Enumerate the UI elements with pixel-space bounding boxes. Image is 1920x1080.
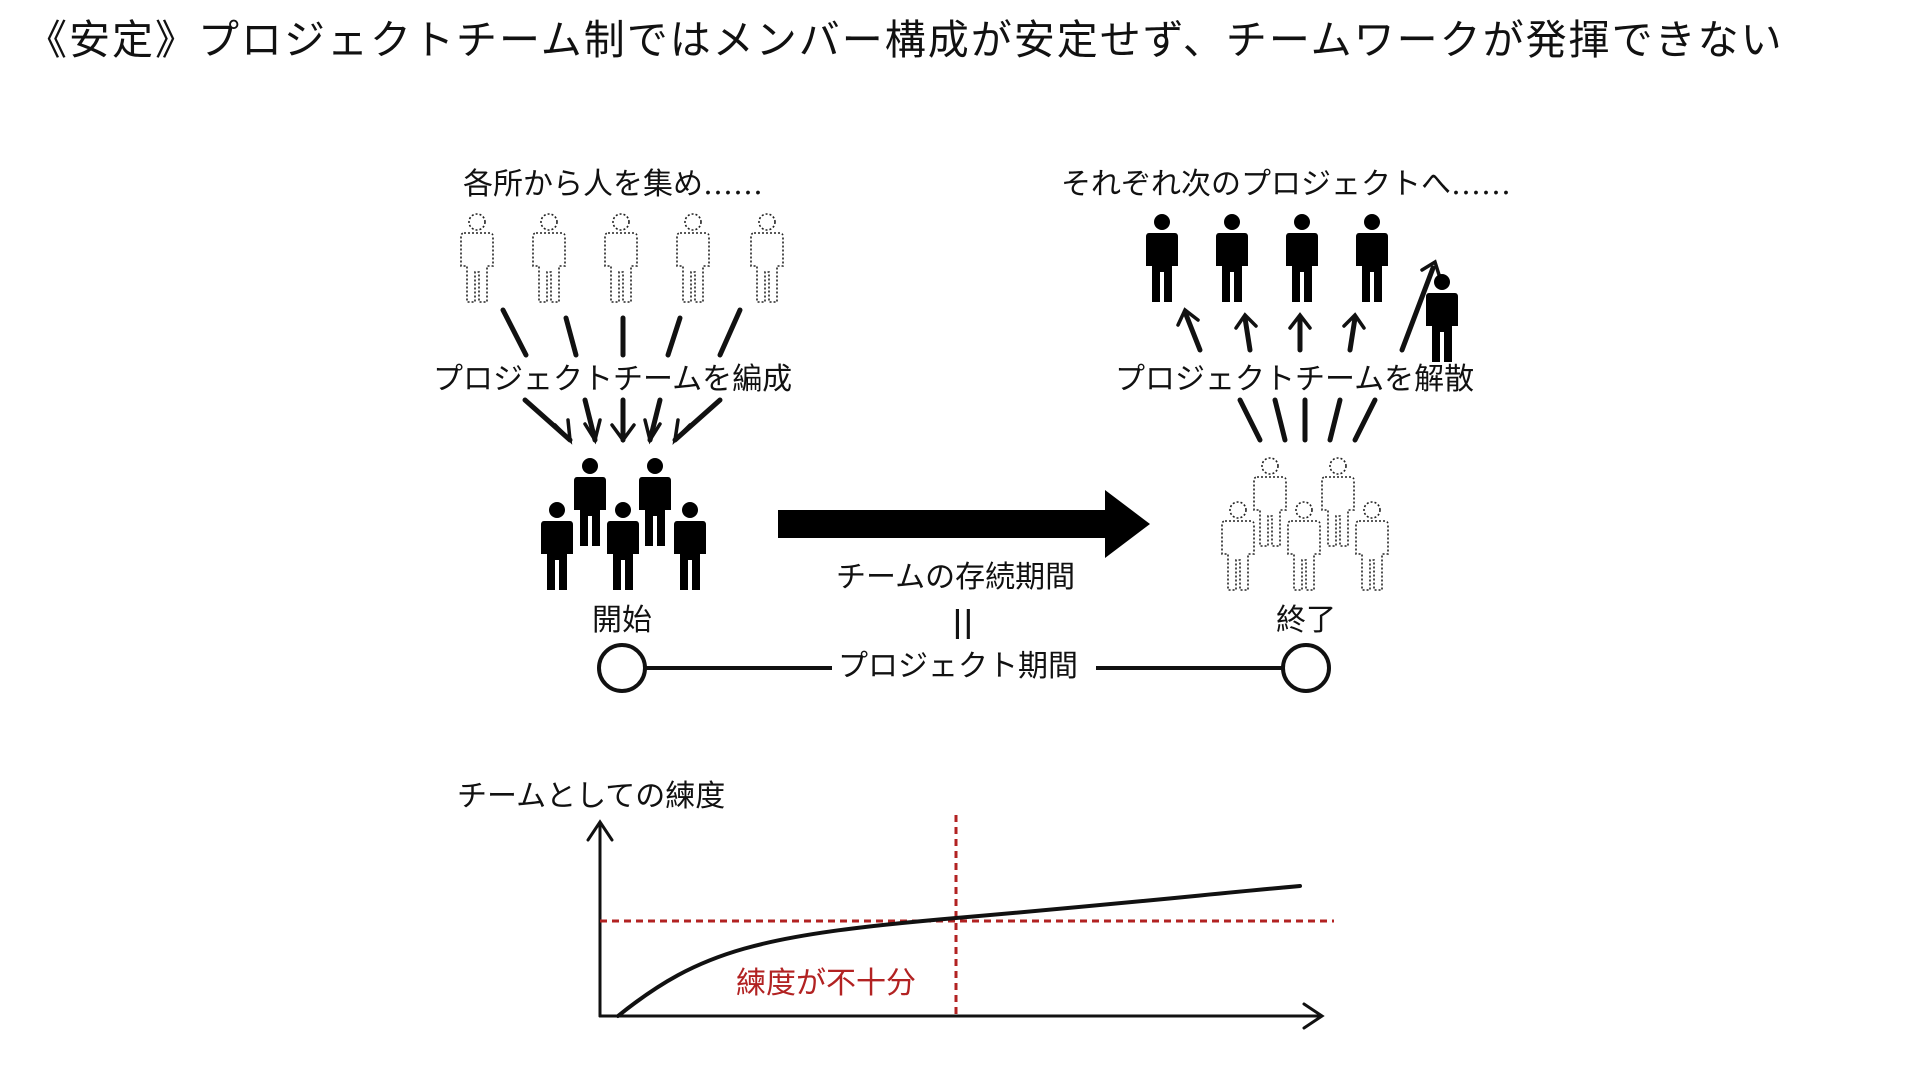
disbanded-team-group bbox=[1221, 457, 1389, 591]
person-icon bbox=[574, 458, 606, 546]
person-icon bbox=[1286, 214, 1318, 302]
gather-caption: 各所から人を集め…… bbox=[463, 167, 763, 202]
person-icon bbox=[541, 502, 573, 590]
gather-arrowheads bbox=[553, 418, 692, 445]
person-icon bbox=[1355, 501, 1389, 591]
person-icon bbox=[750, 213, 784, 303]
person-icon bbox=[1356, 214, 1388, 302]
person-icon bbox=[676, 213, 710, 303]
person-icon bbox=[1321, 457, 1355, 547]
person-icon bbox=[532, 213, 566, 303]
team-lifetime-arrow bbox=[778, 490, 1150, 558]
insufficient-annotation: 練度が不十分 bbox=[736, 966, 916, 1001]
equals-sign: || bbox=[952, 605, 974, 640]
person-icon bbox=[1221, 501, 1255, 591]
formed-team-group bbox=[541, 458, 706, 590]
proficiency-graph bbox=[586, 815, 1334, 1030]
graph-axes bbox=[586, 819, 1325, 1030]
person-icon bbox=[460, 213, 494, 303]
team-lifetime-label: チームの存続期間 bbox=[836, 560, 1076, 595]
next-project-caption: それぞれ次のプロジェクトへ…… bbox=[1061, 167, 1511, 202]
person-icon bbox=[1216, 214, 1248, 302]
start-marker bbox=[597, 643, 647, 693]
disperse-lines bbox=[1182, 265, 1436, 443]
person-icon bbox=[1146, 214, 1178, 302]
project-period-label: プロジェクト期間 bbox=[838, 649, 1078, 684]
start-label: 開始 bbox=[592, 603, 652, 638]
end-marker bbox=[1281, 643, 1331, 693]
person-icon bbox=[1287, 501, 1321, 591]
disband-team-label: プロジェクトチームを解散 bbox=[1115, 362, 1475, 397]
project-timeline bbox=[597, 643, 1331, 693]
person-icon bbox=[1253, 457, 1287, 547]
person-icon bbox=[639, 458, 671, 546]
disperse-arrowheads bbox=[1176, 259, 1442, 330]
form-team-label: プロジェクトチームを編成 bbox=[433, 362, 793, 397]
person-icon bbox=[604, 213, 638, 303]
end-label: 終了 bbox=[1276, 603, 1336, 638]
candidate-people-group bbox=[460, 213, 784, 303]
slide-title: 《安定》プロジェクトチーム制ではメンバー構成が安定せず、チームワークが発揮できな… bbox=[26, 16, 1784, 64]
proficiency-curve bbox=[616, 884, 1302, 1018]
graph-ylabel: チームとしての練度 bbox=[457, 779, 726, 814]
person-icon bbox=[1426, 274, 1458, 362]
person-icon bbox=[607, 502, 639, 590]
person-icon bbox=[674, 502, 706, 590]
